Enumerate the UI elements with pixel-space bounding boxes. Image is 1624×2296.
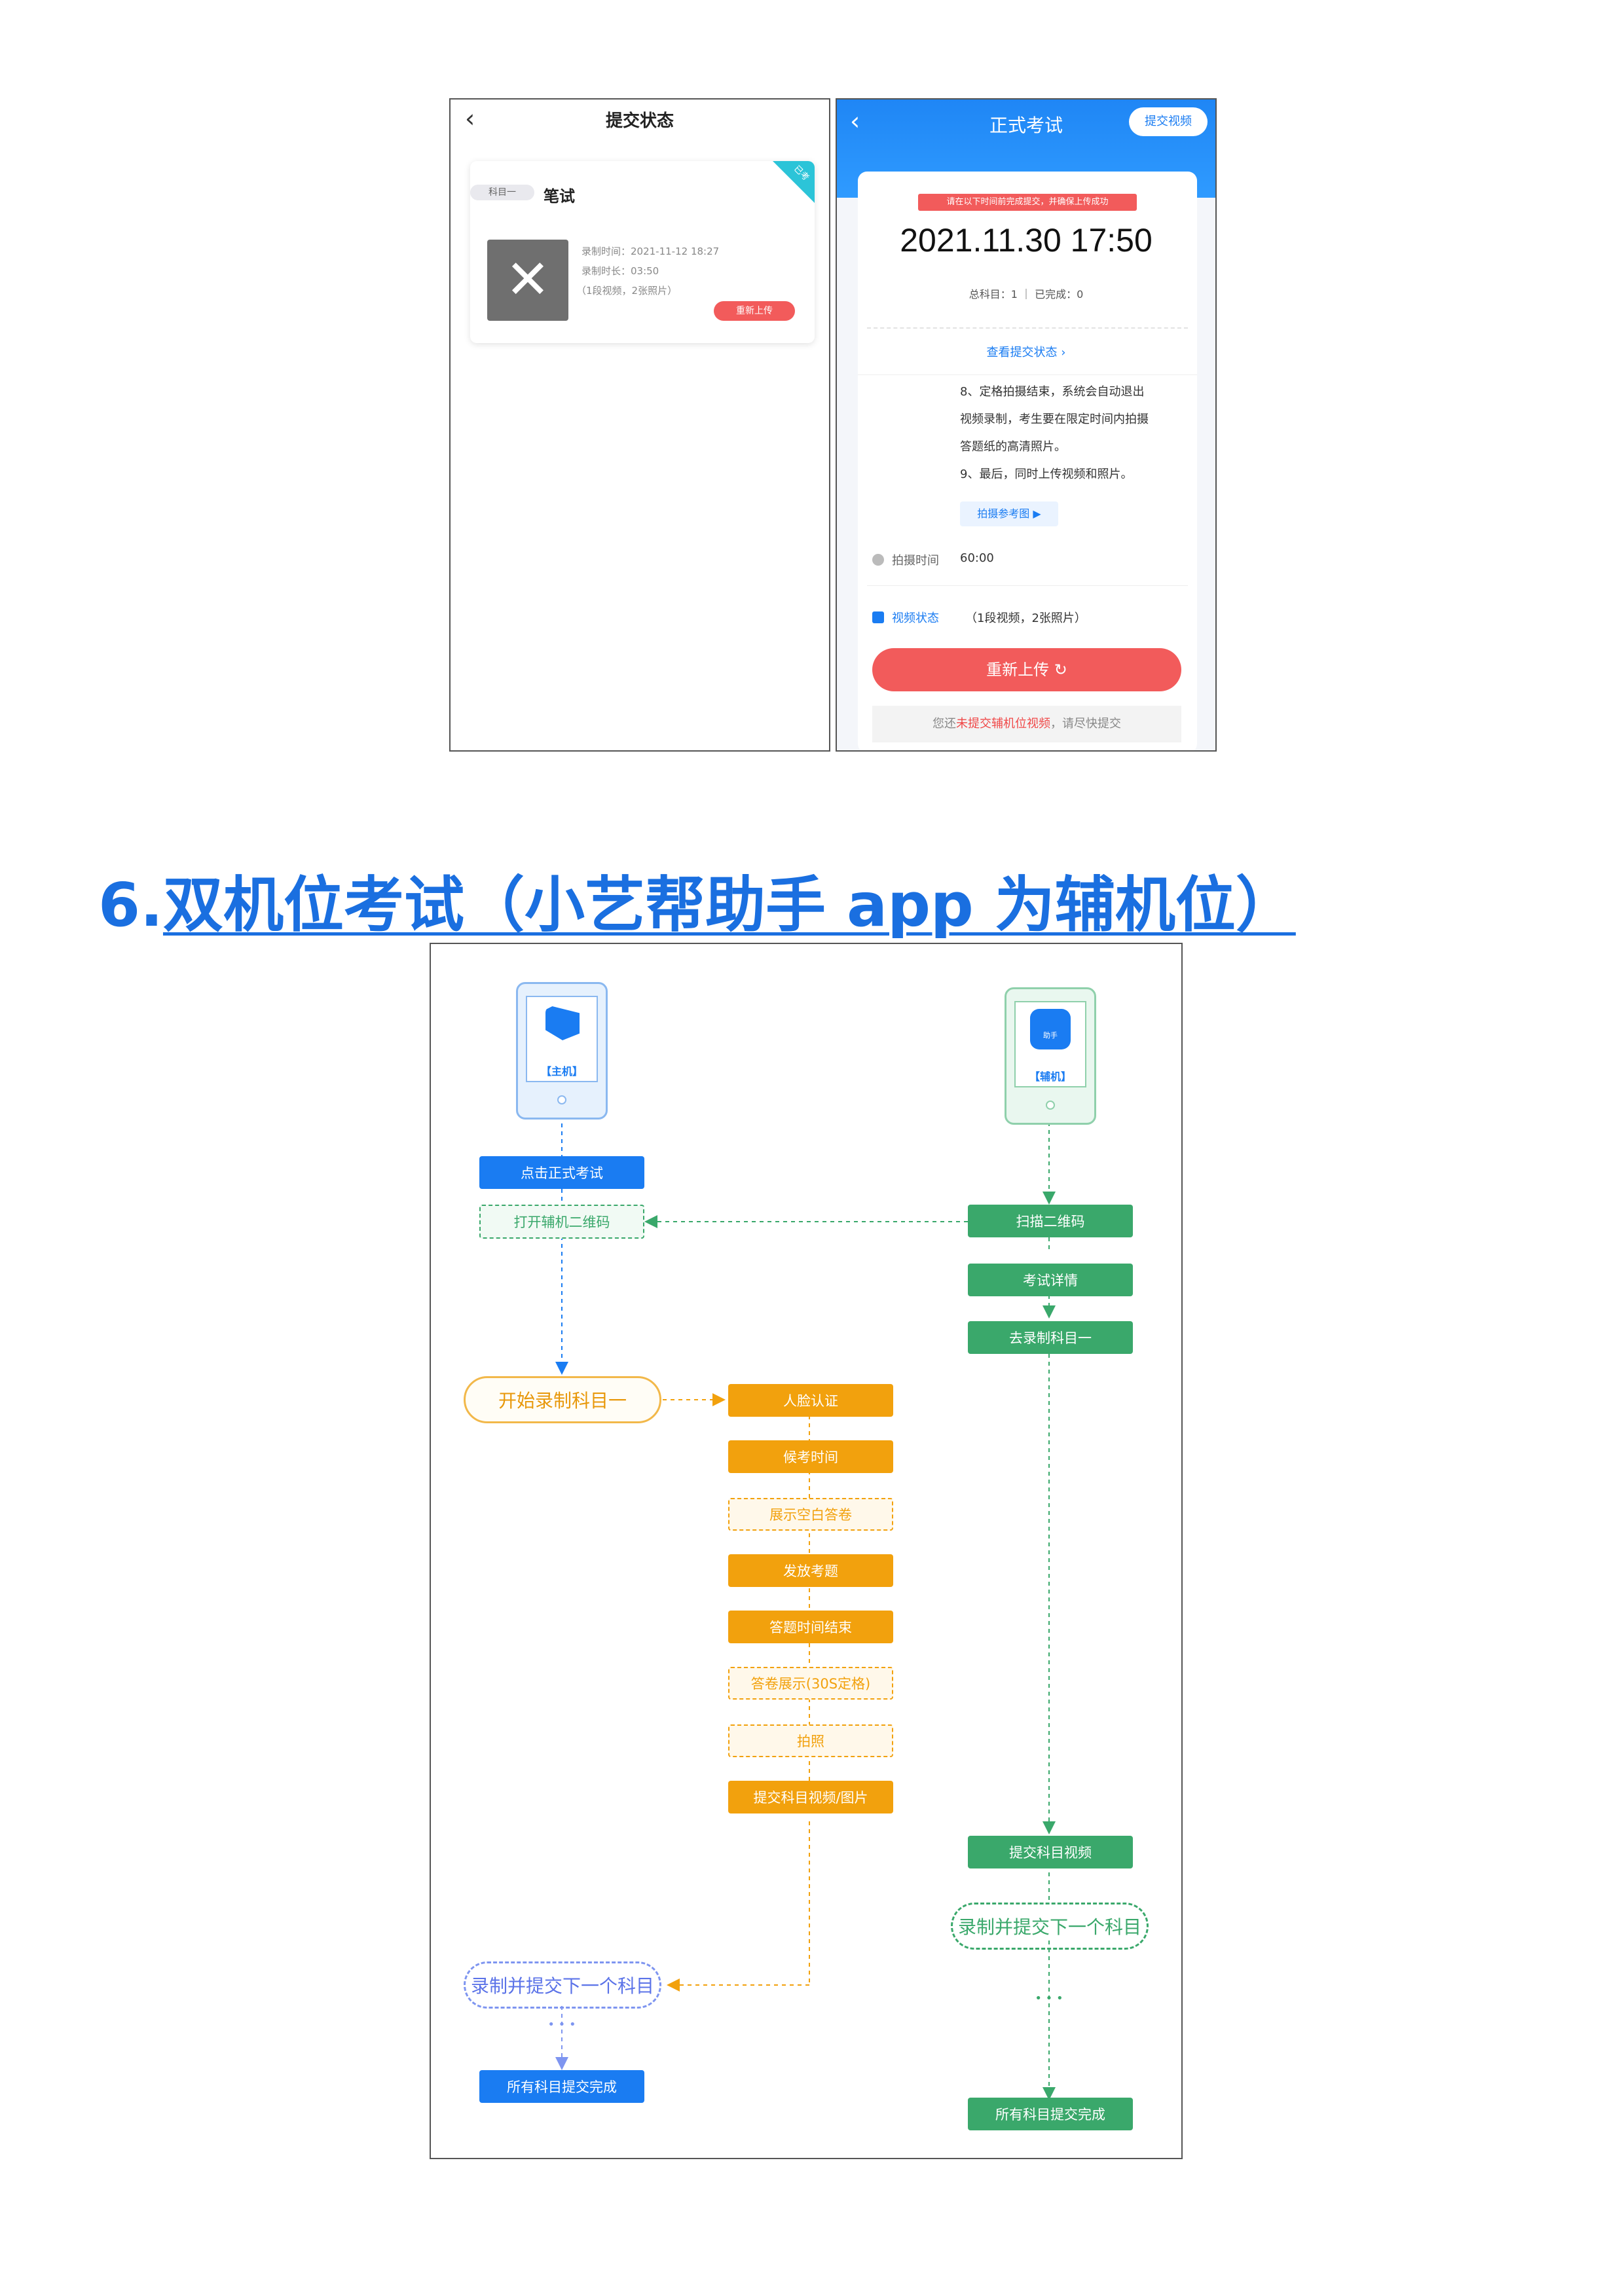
done-corner-badge	[773, 161, 815, 203]
video-icon	[872, 611, 884, 623]
back-icon[interactable]: ‹	[465, 104, 475, 133]
record-duration: 录制时长：03:50	[581, 265, 659, 277]
video-status-label: 视频状态	[892, 611, 939, 625]
reupload-button[interactable]: 重新上传	[714, 301, 795, 321]
assistant-app-icon: 助手	[1030, 1009, 1071, 1049]
section-title[interactable]: 双机位考试（小艺帮助手 app 为辅机位）	[162, 870, 1296, 940]
record-next-subject-step: 录制并提交下一个科目	[464, 1961, 661, 2009]
main-phone-label: 【主机】	[540, 1065, 583, 1078]
aux-record-next-subject-step: 录制并提交下一个科目	[951, 1903, 1149, 1950]
aux-phone-label: 【辅机】	[1029, 1070, 1071, 1083]
deadline-notice: 请在以下时间前完成提交，并确保上传成功	[918, 194, 1137, 211]
reupload-button[interactable]: 重新上传 ↻	[872, 648, 1181, 691]
show-blank-sheet-step: 展示空白答卷	[728, 1498, 893, 1531]
panel-divider	[858, 374, 1197, 375]
shoot-time-value: 60:00	[960, 551, 994, 565]
exam-detail-step: 考试详情	[968, 1264, 1133, 1296]
reference-image-button[interactable]: 拍摄参考图 ▶	[960, 501, 1058, 526]
section-number: 6.	[98, 870, 163, 940]
record-time: 录制时间：2021-11-12 18:27	[581, 246, 720, 257]
home-button-icon	[557, 1095, 566, 1104]
screenshot-formal-exam: ‹ 正式考试 提交视频 请在以下时间前完成提交，并确保上传成功 2021.11.…	[836, 98, 1217, 752]
assistant-logo-text: 助手	[1043, 1031, 1058, 1040]
more-steps-dots: • • •	[1035, 1992, 1063, 2005]
page-title: 正式考试	[989, 115, 1063, 136]
media-count: （1段视频，2张照片）	[576, 285, 678, 297]
reminder-highlight: 未提交辅机位视频	[956, 717, 1050, 731]
face-verify-step: 人脸认证	[728, 1384, 893, 1417]
open-aux-qr-step: 打开辅机二维码	[479, 1205, 644, 1239]
video-status-value: （1段视频，2张照片）	[965, 611, 1086, 625]
page-title: 提交状态	[605, 111, 674, 131]
close-icon: ✕	[505, 249, 551, 311]
divider	[867, 585, 1188, 586]
progress-text: 总科目：1 ｜ 已完成：0	[969, 288, 1084, 301]
aux-phone-icon: 助手 【辅机】	[1005, 987, 1096, 1125]
instruction-line-3: 答题纸的高清照片。	[960, 440, 1066, 454]
instruction-line-1: 8、定格拍摄结束，系统会自动退出	[960, 385, 1145, 399]
clock-icon	[872, 554, 884, 566]
all-subjects-done-aux: 所有科目提交完成	[968, 2098, 1133, 2130]
main-phone-icon: 【主机】	[516, 982, 608, 1120]
scan-qr-step: 扫描二维码	[968, 1205, 1133, 1237]
more-steps-dots: • • •	[547, 2018, 576, 2032]
video-thumbnail[interactable]: ✕	[487, 240, 568, 321]
view-status-link[interactable]: 查看提交状态 ›	[986, 346, 1066, 359]
show-answer-sheet-step: 答卷展示(30S定格)	[728, 1667, 893, 1700]
instruction-line-2: 视频录制，考生要在限定时间内拍摄	[960, 412, 1149, 426]
home-button-icon	[1046, 1101, 1055, 1110]
go-record-subject-step: 去录制科目一	[968, 1321, 1133, 1354]
distribute-questions-step: 发放考题	[728, 1554, 893, 1587]
section-heading: 6.双机位考试（小艺帮助手 app 为辅机位）	[98, 856, 1296, 943]
reminder-prefix: 您还	[932, 717, 956, 731]
subject-name: 笔试	[544, 187, 575, 206]
all-subjects-done-main: 所有科目提交完成	[479, 2070, 644, 2103]
submit-subject-video-step: 提交科目视频	[968, 1836, 1133, 1868]
start-record-subject-step: 开始录制科目一	[464, 1376, 661, 1423]
submit-video-photo-step: 提交科目视频/图片	[728, 1781, 893, 1813]
subject-tag: 科目一	[470, 185, 534, 200]
waiting-time-step: 候考时间	[728, 1440, 893, 1473]
divider	[867, 327, 1188, 329]
instruction-line-4: 9、最后，同时上传视频和照片。	[960, 467, 1133, 481]
subject-card[interactable]: 科目一 笔试 已考 ✕ 录制时间：2021-11-12 18:27 录制时长：0…	[470, 161, 815, 343]
click-formal-exam-step: 点击正式考试	[479, 1156, 644, 1189]
reminder-suffix: ，请尽快提交	[1050, 717, 1121, 731]
deadline-time: 2021.11.30 17:50	[900, 222, 1153, 259]
take-photo-step: 拍照	[728, 1724, 893, 1757]
answer-time-end-step: 答题时间结束	[728, 1611, 893, 1643]
submit-video-button[interactable]: 提交视频	[1129, 107, 1208, 136]
dual-camera-flowchart: 【主机】 助手 【辅机】 点击正式考试 打开辅机二维码 开始录制科目一 录制并提…	[430, 943, 1183, 2159]
back-icon[interactable]: ‹	[850, 107, 860, 136]
aux-reminder: 您还未提交辅机位视频，请尽快提交	[872, 706, 1181, 742]
flow-connectors	[555, 1116, 1056, 2100]
shoot-time-label: 拍摄时间	[892, 554, 939, 568]
screenshot-submit-status: ‹ 提交状态 科目一 笔试 已考 ✕ 录制时间：2021-11-12 18:27…	[449, 98, 830, 752]
